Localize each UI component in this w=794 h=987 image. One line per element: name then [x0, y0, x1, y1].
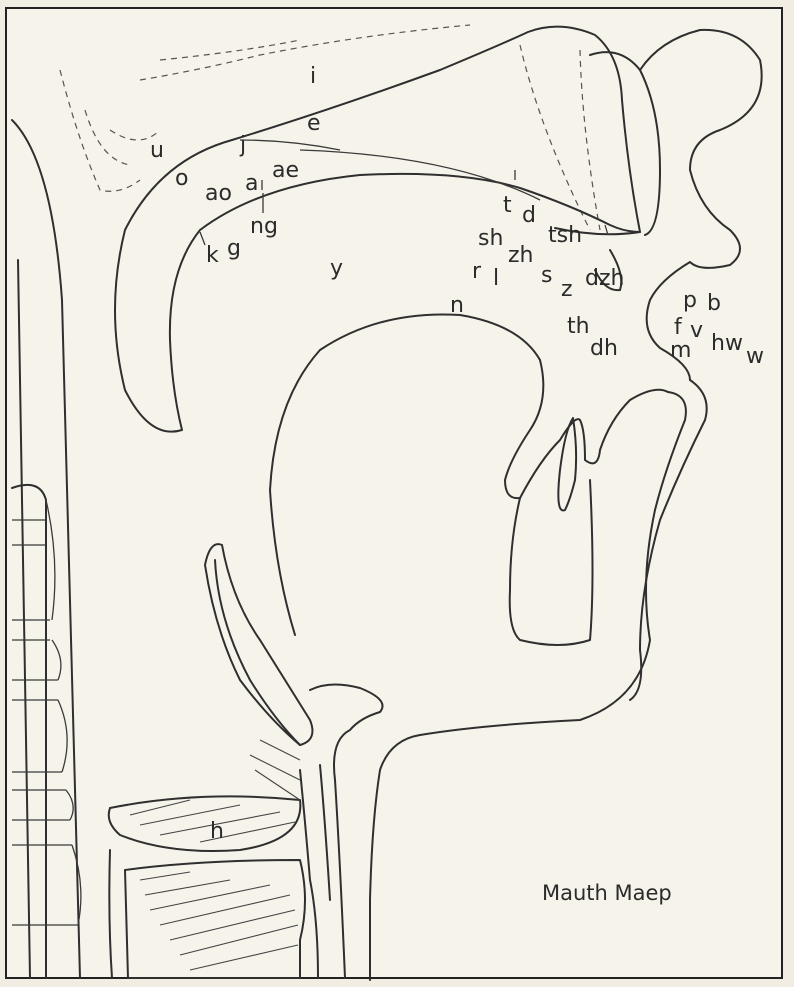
label-u: u — [150, 138, 164, 163]
label-y: y — [330, 256, 343, 281]
diagram-caption: Mauth Maep — [542, 881, 672, 905]
label-dh: dh — [590, 336, 618, 361]
label-ao: ao — [205, 181, 232, 206]
label-tsh: tsh — [548, 223, 582, 248]
label-s: s — [541, 263, 552, 288]
label-h: h — [210, 819, 224, 844]
label-v: v — [690, 318, 703, 343]
label-f: f — [674, 315, 683, 340]
label-sh: sh — [478, 226, 503, 251]
label-l: l — [493, 266, 499, 291]
label-dzh: dzh — [585, 266, 624, 291]
label-k: k — [206, 243, 219, 268]
label-p: p — [683, 288, 697, 313]
frame — [6, 8, 782, 978]
label-ae: ae — [272, 158, 299, 183]
label-j: j — [239, 133, 246, 158]
label-n: n — [450, 293, 464, 318]
label-r: r — [472, 259, 482, 284]
label-th: th — [567, 314, 590, 339]
label-w: w — [746, 344, 764, 369]
label-z: z — [561, 277, 573, 302]
label-m: m — [670, 338, 691, 363]
label-i: i — [310, 64, 316, 89]
label-o: o — [175, 166, 188, 191]
label-e: e — [307, 111, 321, 136]
label-ng: ng — [250, 214, 278, 239]
label-a: a — [245, 171, 258, 196]
label-b: b — [707, 291, 721, 316]
label-d: d — [522, 203, 536, 228]
label-hw: hw — [711, 331, 743, 356]
label-t: t — [503, 193, 512, 218]
label-zh: zh — [508, 243, 534, 268]
label-g: g — [227, 236, 241, 261]
